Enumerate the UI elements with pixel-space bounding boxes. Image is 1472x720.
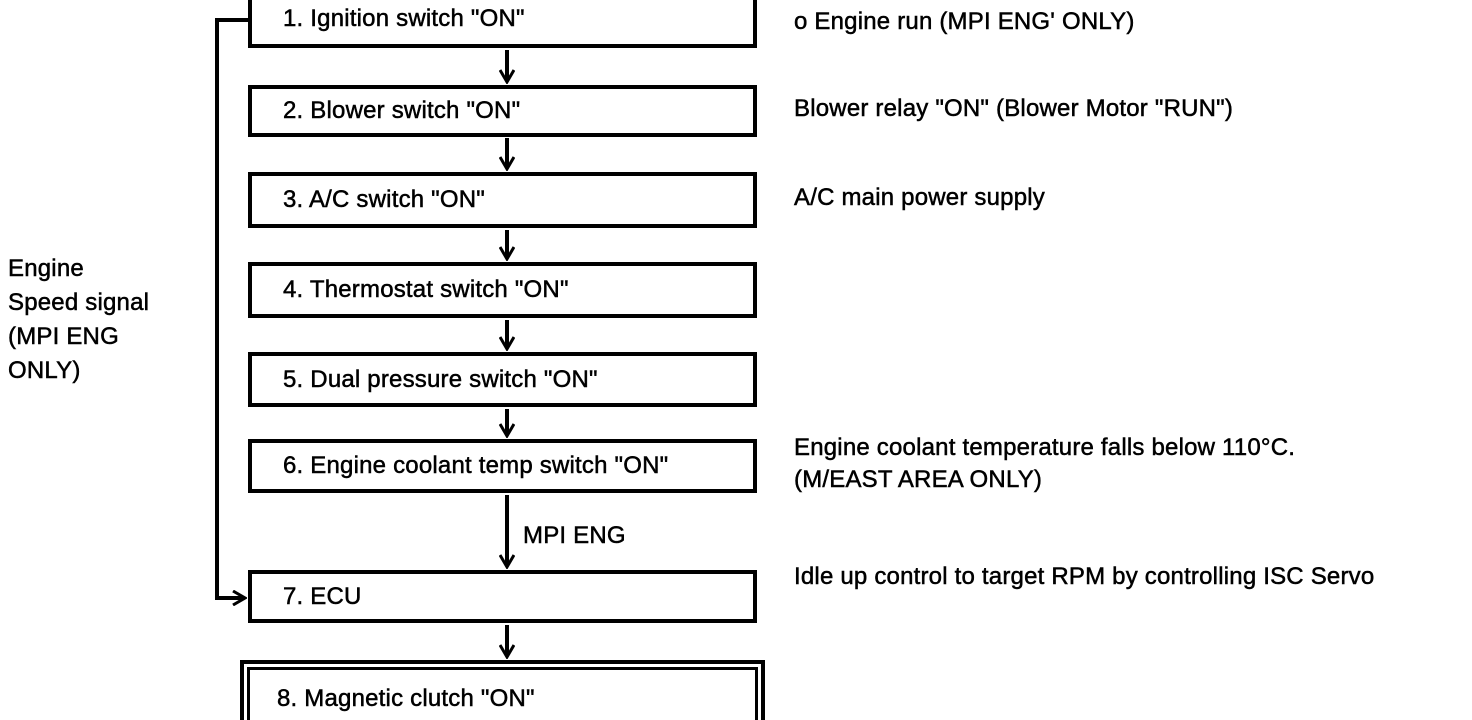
annotation-line: (M/EAST AREA ONLY) xyxy=(794,466,1043,494)
annotation-line: Engine coolant temperature falls below 1… xyxy=(794,434,1296,462)
step-label-5: 5. Dual pressure switch "ON" xyxy=(283,365,598,393)
annotation-blower-relay: Blower relay "ON" (Blower Motor "RUN") xyxy=(794,93,1233,125)
annotation-line: o Engine run (MPI ENG' ONLY) xyxy=(794,8,1135,36)
annotation-line: A/C main power supply xyxy=(794,184,1045,212)
branch-label-mpi-eng: MPI ENG xyxy=(523,522,626,550)
annotation-line: Idle up control to target RPM by control… xyxy=(794,563,1375,591)
annotation-engine-run: o Engine run (MPI ENG' ONLY) xyxy=(794,6,1135,38)
annotation-line: Blower relay "ON" (Blower Motor "RUN") xyxy=(794,95,1234,123)
step-box-6: 6. Engine coolant temp switch "ON" xyxy=(248,439,757,493)
step-box-5: 5. Dual pressure switch "ON" xyxy=(248,352,757,407)
left-label-line-3: (MPI ENG xyxy=(8,323,119,351)
step-label-2: 2. Blower switch "ON" xyxy=(283,97,521,125)
step-label-3: 3. A/C switch "ON" xyxy=(283,186,486,214)
annotation-ac-main-power: A/C main power supply xyxy=(794,182,1045,214)
step-box-8-outer-frame: 8. Magnetic clutch "ON" xyxy=(240,660,765,720)
left-label-line-4: ONLY) xyxy=(8,357,81,385)
left-label-line-2: Speed signal xyxy=(8,289,150,317)
step-box-8: 8. Magnetic clutch "ON" xyxy=(247,667,758,720)
step-box-4: 4. Thermostat switch "ON" xyxy=(248,262,757,318)
step-box-7: 7. ECU xyxy=(248,570,757,623)
step-label-6: 6. Engine coolant temp switch "ON" xyxy=(283,452,669,480)
step-label-4: 4. Thermostat switch "ON" xyxy=(283,276,569,304)
step-label-7: 7. ECU xyxy=(283,582,362,610)
step-box-1: 1. Ignition switch "ON" xyxy=(248,0,757,48)
annotation-idle-up-control: Idle up control to target RPM by control… xyxy=(794,561,1375,593)
engine-speed-signal-label: Engine Speed signal (MPI ENG ONLY) xyxy=(8,252,149,388)
step-label-8: 8. Magnetic clutch "ON" xyxy=(277,685,535,713)
annotation-coolant-temperature: Engine coolant temperature falls below 1… xyxy=(794,432,1295,496)
step-box-3: 3. A/C switch "ON" xyxy=(248,172,757,228)
left-label-line-1: Engine xyxy=(8,255,84,283)
step-box-2: 2. Blower switch "ON" xyxy=(248,85,757,137)
feedback-line-step1-to-step7 xyxy=(215,18,250,598)
step-label-1: 1. Ignition switch "ON" xyxy=(283,5,525,33)
